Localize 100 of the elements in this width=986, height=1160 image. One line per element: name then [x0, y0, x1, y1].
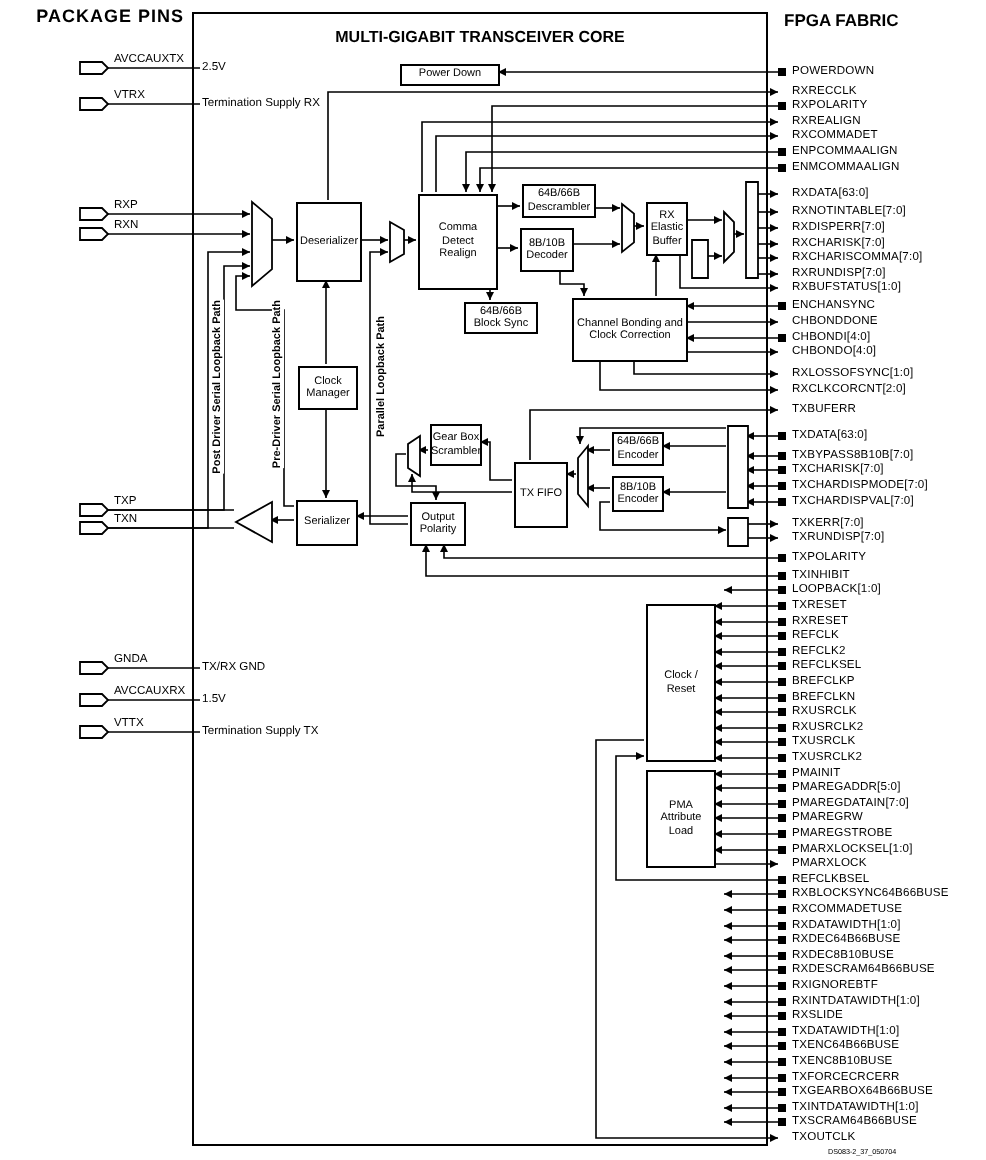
- arrow: [713, 738, 779, 746]
- arrow: [713, 678, 779, 686]
- arrow: [713, 784, 779, 792]
- arrow: [713, 632, 779, 640]
- connector-line: [107, 667, 201, 669]
- arrow: [417, 446, 429, 454]
- arrow: [713, 648, 779, 656]
- arrow: [395, 453, 440, 501]
- connector-line: [107, 67, 201, 69]
- arrow: [713, 724, 779, 732]
- arrow: [745, 432, 779, 440]
- package-pin: [80, 228, 108, 240]
- arrow: [486, 287, 494, 301]
- multiplexer-symbol: [622, 204, 634, 252]
- arrow: [401, 236, 417, 244]
- arrow: [685, 334, 779, 342]
- package-pin: [80, 662, 108, 674]
- arrow: [745, 466, 779, 474]
- arrow: [565, 470, 577, 478]
- arrow: [723, 1088, 779, 1096]
- multiplexer-symbol: [408, 436, 420, 476]
- bus-bar: [746, 182, 758, 278]
- package-pin: [80, 694, 108, 706]
- arrow: [723, 586, 779, 594]
- arrow: [631, 222, 645, 230]
- arrow: [723, 966, 779, 974]
- arrow: [705, 252, 723, 260]
- arrow: [745, 498, 779, 506]
- arrow: [713, 662, 779, 670]
- arrow: [745, 534, 779, 542]
- arrow: [495, 244, 519, 252]
- core-box: [192, 12, 768, 1146]
- arrow: [723, 1104, 779, 1112]
- arrow: [713, 830, 779, 838]
- arrow: [576, 427, 727, 445]
- arrow: [745, 452, 779, 460]
- section-heading: FPGA FABRIC: [784, 10, 899, 30]
- arrow: [462, 151, 779, 193]
- arrow: [679, 253, 779, 292]
- arrow: [615, 752, 779, 881]
- arrow: [713, 708, 779, 716]
- arrow: [685, 318, 779, 326]
- arrow: [685, 348, 779, 356]
- package-pin: [80, 62, 108, 74]
- arrow: [685, 302, 779, 310]
- arrow: [713, 694, 779, 702]
- arrow: [661, 442, 727, 450]
- arrow: [745, 482, 779, 490]
- package-pin: [80, 208, 108, 220]
- arrow: [723, 890, 779, 898]
- package-pin: [80, 522, 108, 534]
- connector-line: [107, 731, 201, 733]
- arrow: [713, 602, 779, 610]
- block-box: [692, 240, 708, 278]
- bus-bar: [728, 426, 748, 508]
- connector-line: [107, 699, 201, 701]
- arrow: [723, 982, 779, 990]
- arrow: [723, 922, 779, 930]
- arrow: [269, 516, 295, 524]
- arrow: [529, 406, 779, 461]
- arrow: [559, 269, 588, 297]
- driver-symbol: [236, 502, 272, 542]
- multiplexer-symbol: [390, 222, 404, 262]
- section-heading: PACKAGE PINS: [36, 6, 184, 28]
- arrow: [713, 618, 779, 626]
- arrow: [488, 105, 779, 193]
- arrow: [593, 204, 621, 212]
- arrow: [713, 814, 779, 822]
- package-pin: [80, 504, 108, 516]
- arrow: [723, 1028, 779, 1036]
- arrow: [571, 240, 621, 248]
- arrow: [440, 543, 779, 559]
- arrow: [652, 253, 660, 297]
- arrow: [322, 407, 330, 499]
- arrow: [599, 359, 779, 394]
- arrow: [713, 754, 779, 762]
- multiplexer-symbol: [578, 446, 588, 506]
- arrow: [495, 202, 521, 210]
- block-box: [728, 518, 748, 546]
- arrow: [479, 438, 513, 481]
- connector-line: [107, 103, 201, 105]
- arrow: [723, 998, 779, 1006]
- arrow: [599, 501, 727, 534]
- arrow: [723, 1118, 779, 1126]
- arrow: [723, 1058, 779, 1066]
- arrow: [713, 770, 779, 778]
- arrow: [633, 359, 779, 378]
- multiplexer-symbol: [252, 202, 272, 286]
- arrow: [723, 952, 779, 960]
- arrow: [327, 88, 779, 201]
- arrow: [713, 800, 779, 808]
- arrow: [322, 279, 330, 365]
- arrow: [723, 1012, 779, 1020]
- arrow: [713, 860, 779, 868]
- arrow: [731, 230, 745, 238]
- arrow: [713, 846, 779, 854]
- arrow: [369, 248, 409, 525]
- connector-line: [107, 527, 235, 529]
- arrow: [107, 230, 251, 238]
- arrow: [723, 906, 779, 914]
